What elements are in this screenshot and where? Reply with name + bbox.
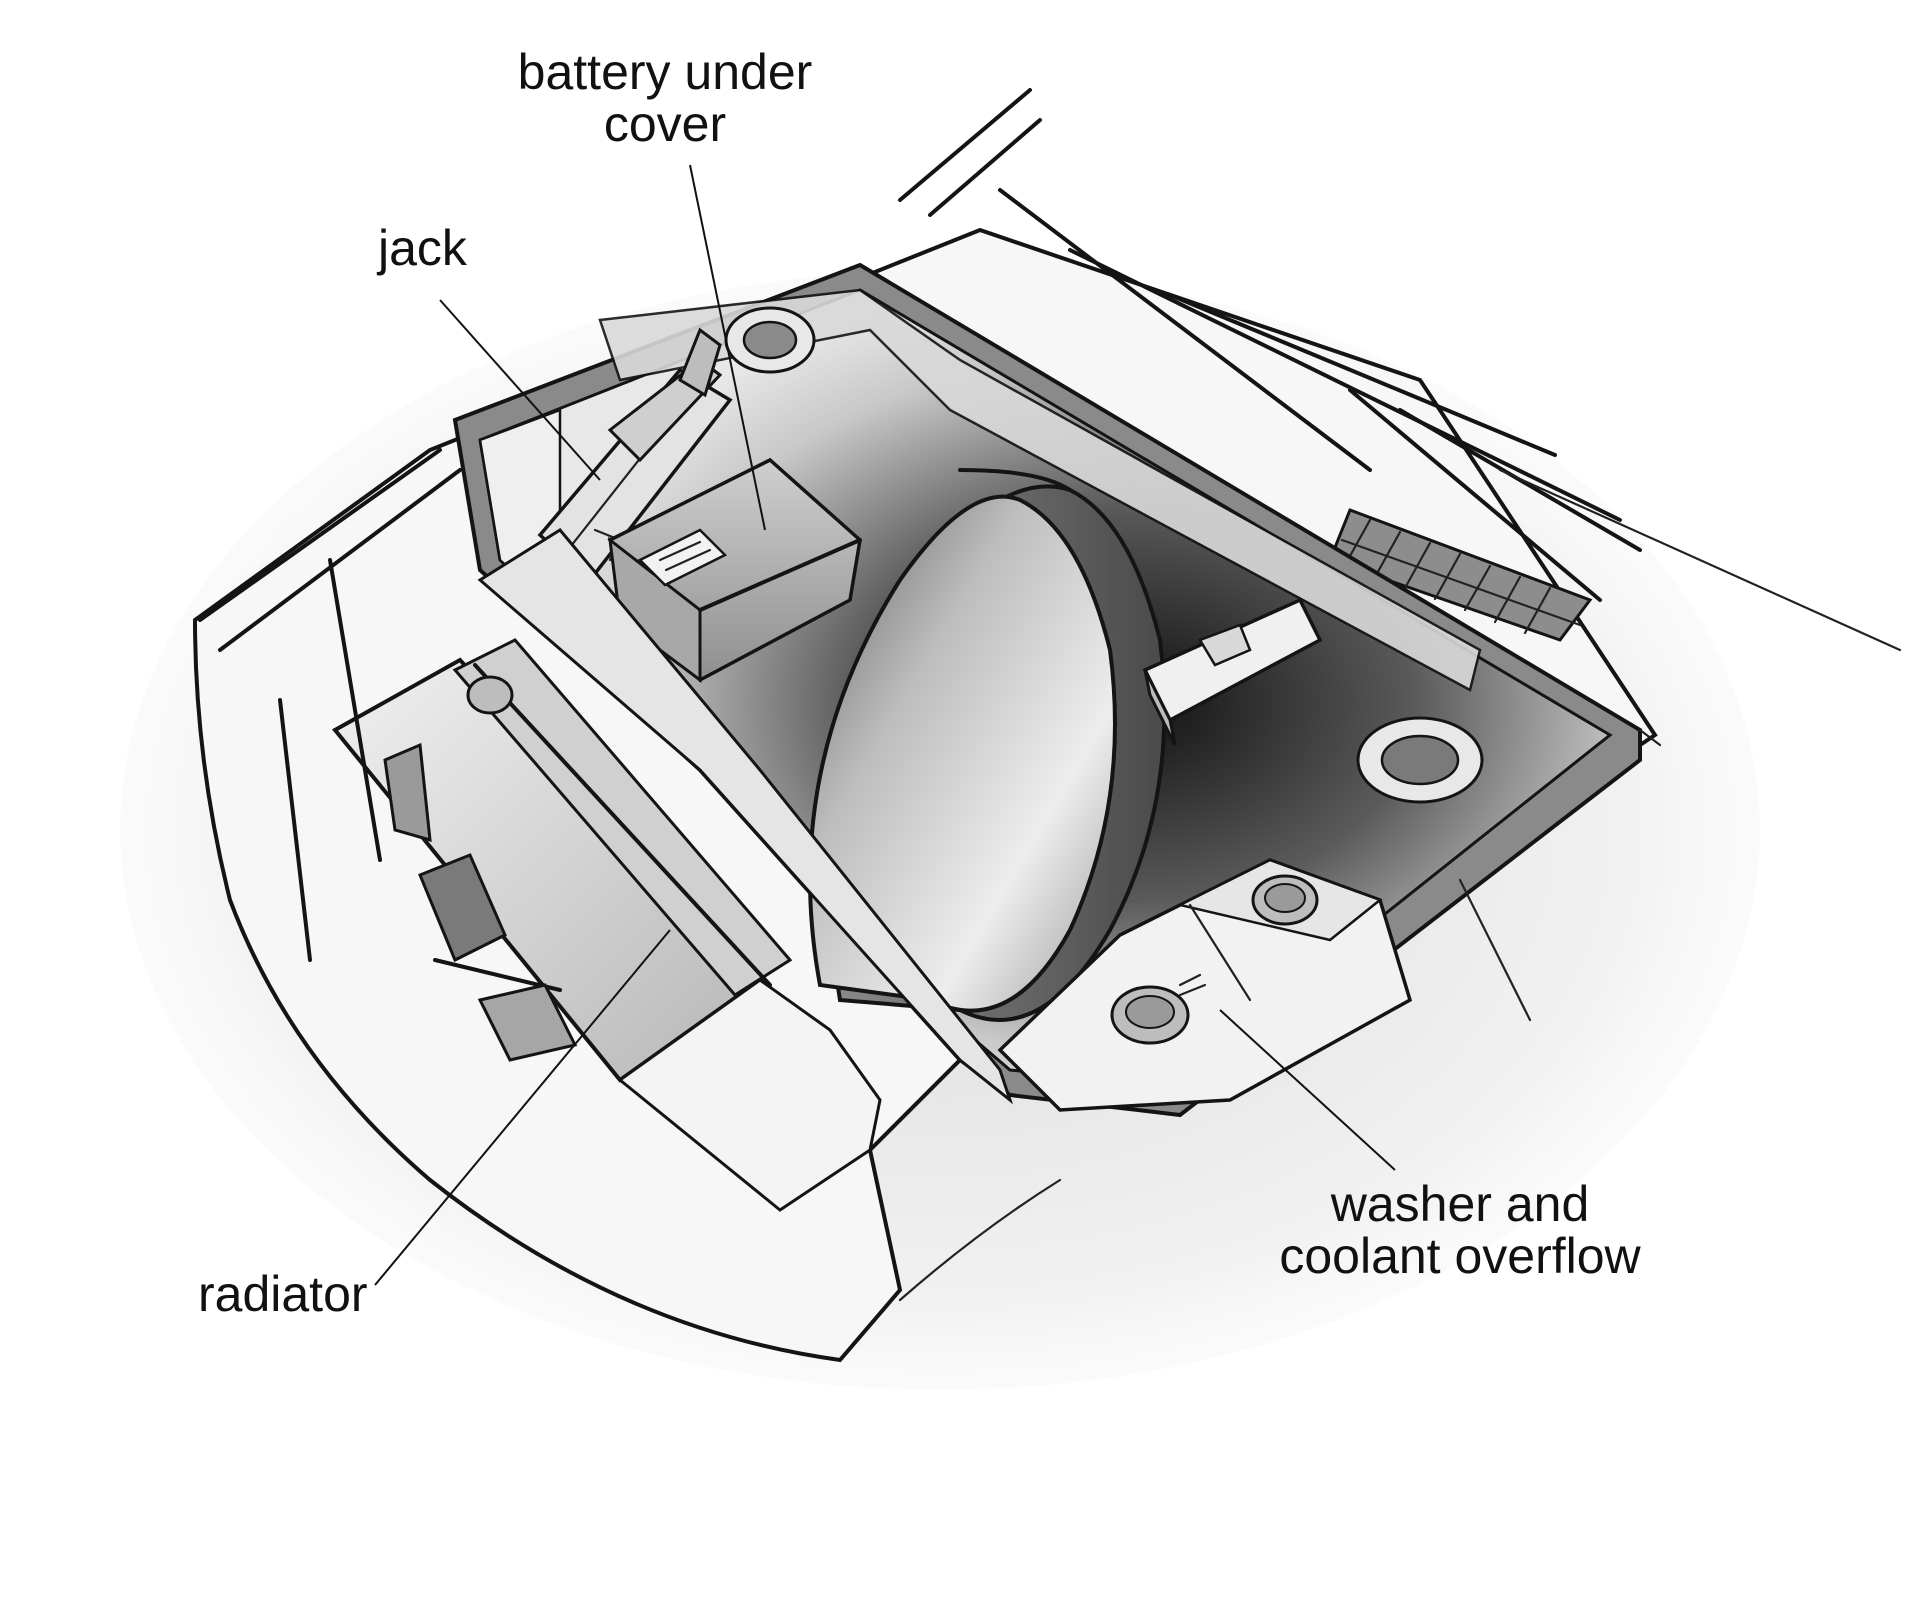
leader-jack [439, 299, 601, 481]
battery-cover [607, 457, 862, 683]
callout-washer: washer and coolant overflow [1279, 1176, 1641, 1284]
callout-battery: battery under cover [517, 44, 813, 152]
callout-jack: jack [378, 220, 467, 276]
cowl-vent-grille [1328, 508, 1593, 642]
callout-radiator: radiator [198, 1266, 368, 1322]
strut-tower-left [724, 306, 816, 374]
strut-tower-right [1356, 716, 1484, 804]
battery-label-plate [637, 528, 728, 587]
leader-washer [1219, 1009, 1396, 1171]
spare-tire [808, 468, 1167, 1022]
washer-coolant-reservoirs [997, 858, 1413, 1112]
leader-radiator [374, 929, 671, 1286]
jack [537, 327, 733, 583]
radiator-section [331, 638, 793, 1083]
tire-bracket [1142, 597, 1323, 746]
leader-battery [689, 164, 766, 531]
